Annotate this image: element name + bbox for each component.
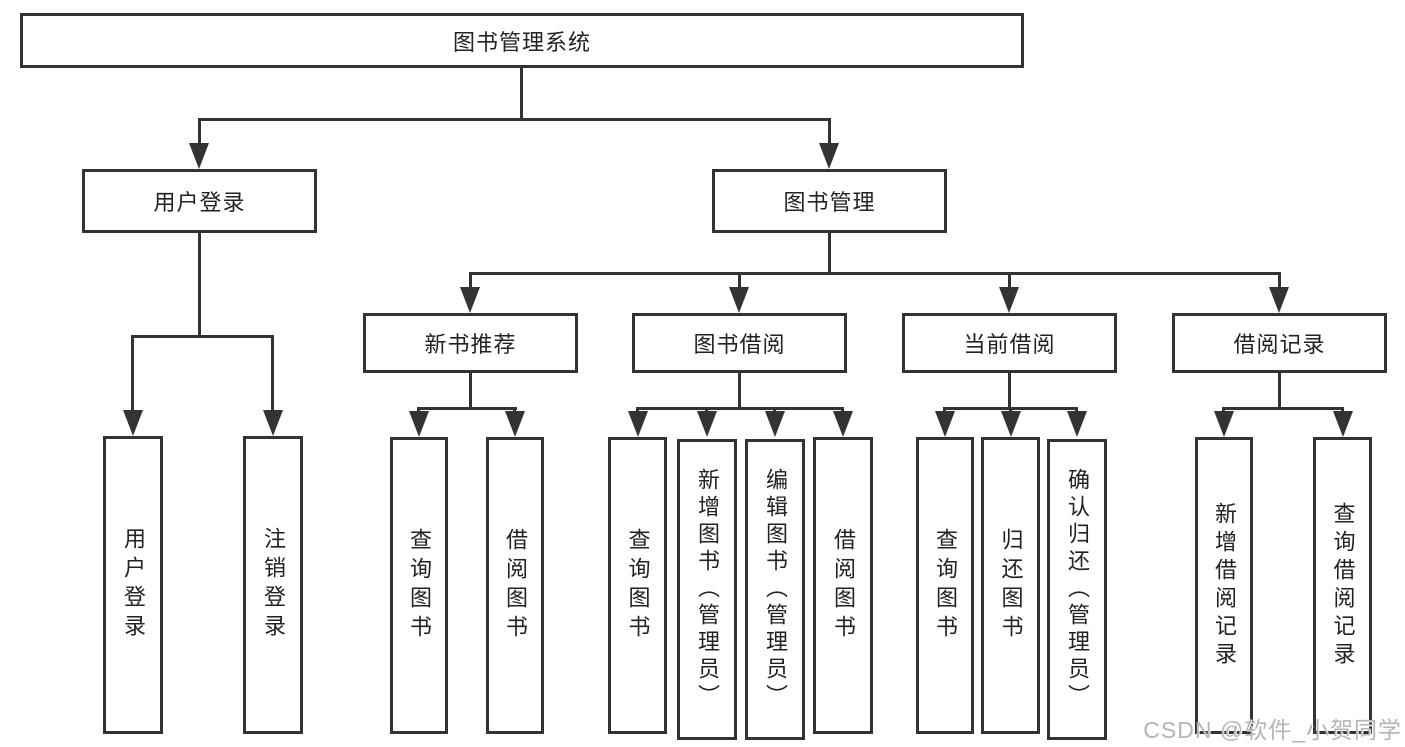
arrowhead-bb-query [628,411,648,437]
leaf-borrow-add-books-admin: 新增图书（管理员） [677,439,737,740]
edge-borrow-arm [738,272,741,292]
arrowhead-br-add [1214,411,1234,437]
node-root: 图书管理系统 [20,13,1024,68]
leaf-borrow-query-books: 查询图书 [608,437,667,734]
arrowhead-book-management [819,143,839,169]
leaf-recommend-query-books: 查询图书 [390,437,448,734]
node-book-management: 图书管理 [712,169,947,233]
edge-root-stem [520,68,523,121]
edge-book-management-stem [828,233,831,274]
leaf-borrow-borrow-books: 借阅图书 [813,437,873,734]
edge-recommend-bar [417,407,517,410]
arrowhead-bb-add [697,411,717,437]
edge-recommend-stem [469,373,472,409]
edge-user-login-bar [131,335,274,338]
edge-current-arm [1008,272,1011,292]
leaf-current-confirm-return-admin: 确认归还（管理员） [1047,439,1107,740]
edge-level2-bar [198,118,831,121]
arrowhead-bb-borrow [833,411,853,437]
leaf-recommend-borrow-books: 借阅图书 [486,437,544,734]
leaf-current-query-books: 查询图书 [916,437,974,734]
edge-records-arm [1278,272,1281,292]
arrowhead-cb-confirm [1067,411,1087,437]
leaf-user-login: 用户登录 [103,436,163,734]
csdn-watermark: CSDN @软件_小贺同学 [1143,717,1402,743]
edge-current-stem [1008,373,1011,409]
arrowhead-records [1269,287,1289,313]
leaf-logout-login: 注销登录 [243,436,303,734]
edge-leaf-user-login-arm [131,335,134,415]
leaf-records-query-record: 查询借阅记录 [1313,437,1372,734]
arrowhead-leaf-user-login [123,410,143,436]
arrowhead-cb-return [1001,411,1021,437]
node-book-borrow: 图书借阅 [632,313,847,373]
edge-borrow-stem [738,373,741,409]
leaf-borrow-edit-books-admin: 编辑图书（管理员） [745,439,805,740]
node-borrow-records: 借阅记录 [1172,313,1387,373]
arrowhead-current [999,287,1019,313]
arrowhead-rec-query [409,411,429,437]
edge-records-bar [1222,407,1343,410]
edge-book-management-arm [828,118,831,148]
arrowhead-cb-query [935,411,955,437]
node-user-login: 用户登录 [82,169,317,233]
node-current-borrow: 当前借阅 [902,313,1117,373]
node-new-book-recommend: 新书推荐 [363,313,578,373]
edge-recommend-arm [469,272,472,292]
edge-level3-bar [469,272,1281,275]
edge-records-stem [1278,373,1281,409]
leaf-records-add-record: 新增借阅记录 [1195,437,1253,734]
arrowhead-user-login [189,143,209,169]
arrowhead-rec-borrow [505,411,525,437]
edge-borrow-bar [636,407,844,410]
edge-leaf-logout-arm [271,335,274,415]
edge-user-login-arm [198,118,201,148]
arrowhead-br-query [1333,411,1353,437]
arrowhead-borrow [729,287,749,313]
leaf-current-return-books: 归还图书 [981,437,1040,734]
arrowhead-recommend [460,287,480,313]
edge-user-login-stem [198,233,201,337]
arrowhead-bb-edit [765,411,785,437]
arrowhead-leaf-logout [263,410,283,436]
